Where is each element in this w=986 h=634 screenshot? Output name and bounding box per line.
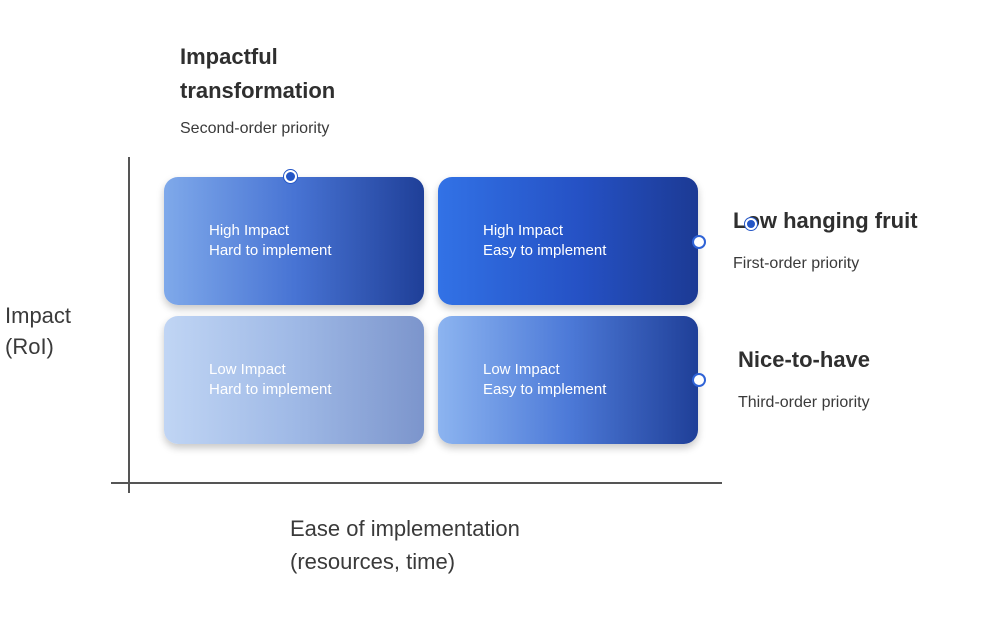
cell-line2: Hard to implement [209,381,332,398]
cell-line1: Low Impact [483,361,560,378]
cell-high-impact-easy: High Impact Easy to implement [438,177,698,305]
y-axis-line [128,157,130,493]
cell-line1: High Impact [209,222,290,239]
x-axis-label-line2: (resources, time) [290,549,456,574]
second-order-priority-label: Second-order priority [180,120,330,137]
cell-line2: Hard to implement [209,242,332,259]
connector-dot-high-easy [692,235,706,249]
impactful-transformation-title: Impactful transformation [180,44,336,103]
cell-low-impact-hard: Low Impact Hard to implement [164,316,424,444]
low-hanging-fruit-title: Low hanging fruit [733,208,918,233]
x-axis-label: Ease of implementation (resources, time) [290,512,520,578]
cell-line1: High Impact [483,222,564,239]
cell-high-impact-hard: High Impact Hard to implement [164,177,424,305]
y-axis-label: Impact (RoI) [5,300,71,362]
cell-low-impact-easy: Low Impact Easy to implement [438,316,698,444]
connector-dot-low-easy [692,373,706,387]
connector-dot-low-hanging-fruit [745,218,757,230]
y-axis-label-line1: Impact [5,303,72,328]
cell-line2: Easy to implement [483,381,607,398]
cell-line2: Easy to implement [483,242,607,259]
third-order-priority-label: Third-order priority [738,394,870,411]
cell-line1: Low Impact [209,361,286,378]
connector-dot-top [284,170,297,183]
first-order-priority-label: First-order priority [733,255,860,272]
x-axis-label-line1: Ease of implementation [290,516,520,541]
y-axis-label-line2: (RoI) [5,334,54,359]
nice-to-have-title: Nice-to-have [738,347,871,372]
x-axis-line [111,482,722,484]
